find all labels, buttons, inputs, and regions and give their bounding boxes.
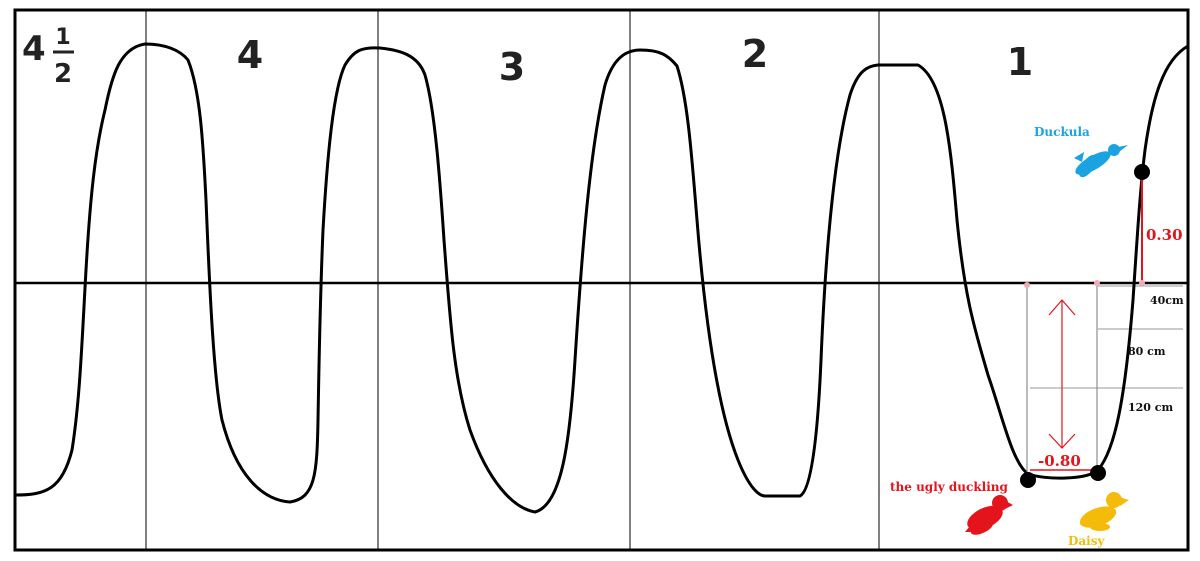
first-number: 4 1 2 (22, 25, 74, 89)
diagram-frame (13, 8, 1190, 552)
wave-number-2: 2 (742, 32, 768, 76)
depth-tick-label-40: 40cm (1150, 294, 1184, 307)
guide-dot (1024, 282, 1030, 288)
wave-number-3: 3 (499, 45, 525, 89)
depth-tick-label-120: 120 cm (1128, 401, 1173, 414)
daisy-label: Daisy (1068, 534, 1105, 548)
daisy: Daisy (1068, 492, 1129, 548)
depth-arrow-up-head (1048, 299, 1076, 316)
depth-tick-label-80: 80 cm (1128, 345, 1166, 358)
height-label: 0.30 (1146, 226, 1183, 244)
first-number-numerator: 1 (55, 25, 70, 50)
ugly-duckling-label: the ugly duckling (890, 480, 1008, 494)
wave-curve (13, 42, 1190, 514)
first-number-whole: 4 (22, 29, 46, 69)
depth-arrow-down-head (1048, 433, 1076, 449)
guide-dot (1094, 280, 1100, 286)
duckula-label: Duckula (1034, 125, 1090, 139)
depth-measurement: -0.80 (1024, 280, 1145, 478)
depth-label: -0.80 (1038, 452, 1081, 470)
depth-tick-lines (1030, 285, 1183, 389)
ugly-duckling-position-marker (1020, 472, 1036, 488)
first-number-denominator: 2 (54, 59, 72, 89)
wave-number-1: 1 (1007, 40, 1033, 84)
daisy-duck-icon (1079, 492, 1129, 531)
ugly-duckling-duck-icon (965, 495, 1013, 535)
vertical-gridlines (145, 10, 880, 550)
ugly-duckling: the ugly duckling (890, 480, 1013, 535)
duckula-duck-icon (1074, 144, 1128, 178)
height-measurement: 0.30 (1141, 173, 1183, 283)
wave-number-4: 4 (237, 33, 263, 77)
duckula: Duckula (1034, 125, 1128, 178)
daisy-position-marker (1090, 465, 1106, 481)
duckula-position-marker (1134, 164, 1150, 180)
guide-dot (1139, 280, 1145, 286)
